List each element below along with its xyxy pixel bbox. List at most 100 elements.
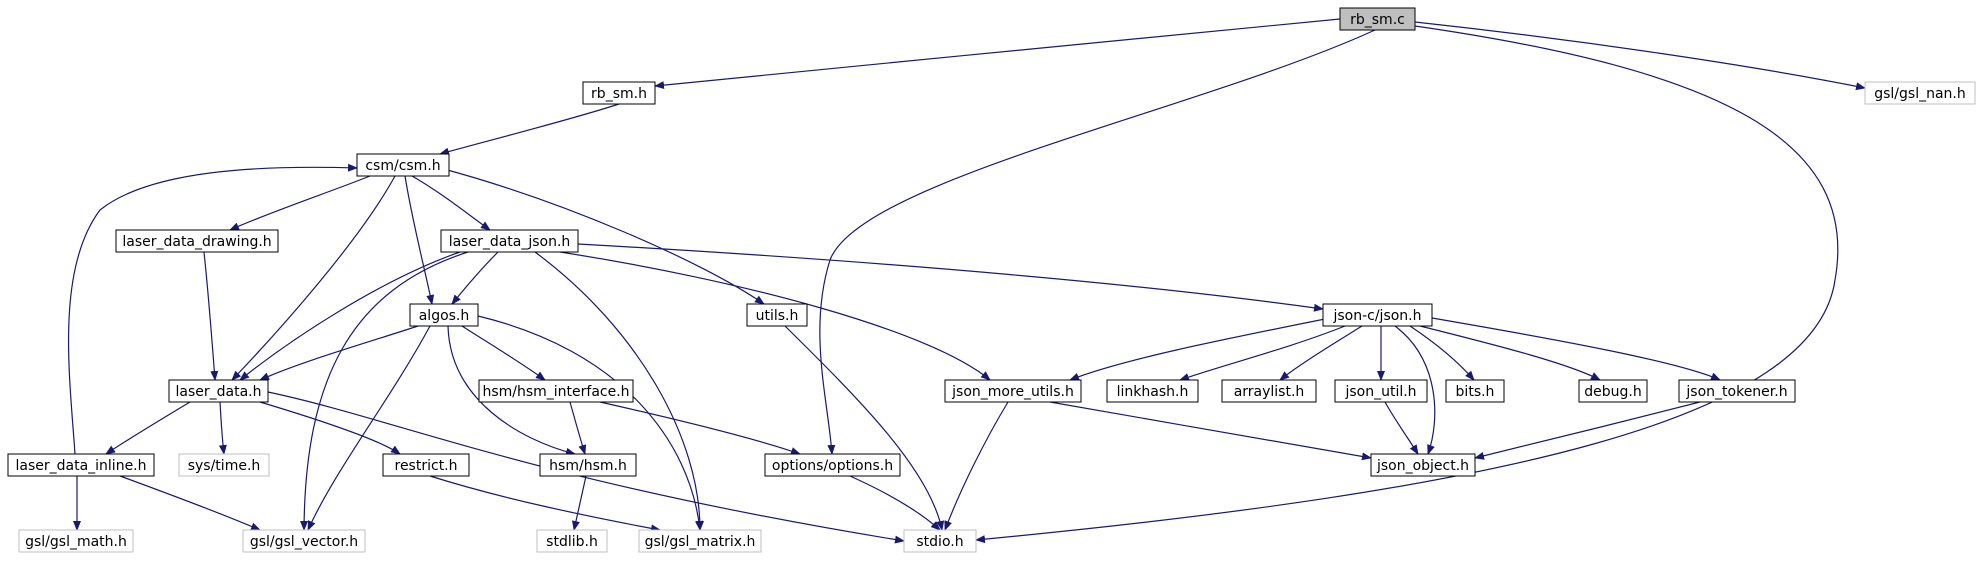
node-label: json_tokener.h bbox=[1685, 384, 1787, 400]
node-gsl-nan-h: gsl/gsl_nan.h bbox=[1864, 81, 1976, 105]
node-rb-sm-c: rb_sm.c bbox=[1339, 7, 1416, 31]
node-box bbox=[1864, 81, 1976, 105]
node-box bbox=[18, 529, 134, 553]
node-box bbox=[7, 453, 155, 477]
node-box bbox=[1339, 7, 1416, 31]
nodes-layer: rb_sm.c rb_sm.h gsl/gsl_nan.h csm/csm.h lase… bbox=[7, 7, 1976, 553]
node-restrict-h[interactable]: restrict.h bbox=[382, 453, 470, 477]
edge-json_c_json_h-to-arraylist_h bbox=[1279, 325, 1363, 381]
node-label: json_util.h bbox=[1344, 384, 1416, 400]
edge-json_c_json_h-to-json_tokener_h bbox=[1431, 317, 1721, 381]
node-laser-data-drawing-h[interactable]: laser_data_drawing.h bbox=[115, 229, 279, 253]
node-rb-sm-h[interactable]: rb_sm.h bbox=[582, 81, 656, 105]
node-label: json_object.h bbox=[1376, 458, 1469, 474]
edge-laser_data_json_h-to-gsl_matrix_h bbox=[534, 251, 704, 531]
node-laser-data-h[interactable]: laser_data.h bbox=[168, 379, 269, 403]
node-csm-h[interactable]: csm/csm.h bbox=[356, 153, 450, 177]
node-box bbox=[582, 81, 656, 105]
edge-algos_h-to-hsm_hsm_h bbox=[447, 325, 576, 456]
node-gsl-matrix-h: gsl/gsl_matrix.h bbox=[638, 529, 762, 553]
node-json-object-h[interactable]: json_object.h bbox=[1370, 453, 1476, 477]
edge-rb_sm_h-to-csm_h bbox=[439, 103, 620, 156]
node-label: hsm/hsm_interface.h bbox=[482, 384, 629, 400]
node-box bbox=[440, 229, 579, 253]
edge-hsm_interface_h-to-hsm_hsm_h bbox=[569, 401, 587, 455]
node-label: options/options.h bbox=[772, 458, 893, 474]
node-label: gsl/gsl_matrix.h bbox=[645, 534, 756, 550]
node-hsm-hsm-h[interactable]: hsm/hsm.h bbox=[539, 453, 637, 477]
edge-json_more_utils_h-to-json_object_h bbox=[1049, 401, 1372, 461]
edge-algos_h-to-gsl_vector_h bbox=[307, 325, 431, 531]
edge-json_c_json_h-to-bits_h bbox=[1409, 325, 1475, 381]
node-label: stdio.h bbox=[916, 534, 963, 550]
node-debug-h[interactable]: debug.h bbox=[1578, 379, 1648, 403]
edge-csm_h-to-algos_h bbox=[404, 175, 435, 305]
edge-json_c_json_h-to-json_object_h bbox=[1394, 325, 1436, 455]
node-box bbox=[1370, 453, 1476, 477]
node-box bbox=[764, 453, 901, 477]
node-json-tokener-h[interactable]: json_tokener.h bbox=[1678, 379, 1796, 403]
node-label: gsl/gsl_nan.h bbox=[1874, 86, 1966, 102]
edge-laser_data_json_h-to-algos_h bbox=[451, 251, 499, 305]
node-linkhash-h[interactable]: linkhash.h bbox=[1106, 379, 1199, 403]
node-box bbox=[478, 379, 634, 403]
node-box bbox=[1678, 379, 1796, 403]
node-gsl-vector-h: gsl/gsl_vector.h bbox=[242, 529, 366, 553]
edge-json_util_h-to-json_object_h bbox=[1384, 401, 1419, 455]
node-label: rb_sm.c bbox=[1350, 12, 1405, 28]
node-label: debug.h bbox=[1584, 384, 1641, 400]
node-box bbox=[356, 153, 450, 177]
node-json-c-json-h[interactable]: json-c/json.h bbox=[1322, 303, 1433, 327]
node-box bbox=[1322, 303, 1433, 327]
node-stdlib-h: stdlib.h bbox=[536, 529, 608, 553]
edges-layer bbox=[67, 18, 1866, 544]
node-gsl-math-h: gsl/gsl_math.h bbox=[18, 529, 134, 553]
node-box bbox=[115, 229, 279, 253]
node-laser-data-inline-h[interactable]: laser_data_inline.h bbox=[7, 453, 155, 477]
edge-hsm_hsm_h-to-stdlib_h bbox=[572, 475, 587, 531]
edge-laser_data_drawing_h-to-laser_data_h bbox=[203, 251, 219, 381]
edge-laser_data_json_h-to-json_more_utils_h bbox=[559, 251, 991, 381]
node-options-options-h[interactable]: options/options.h bbox=[764, 453, 901, 477]
node-box bbox=[168, 379, 269, 403]
edge-json_c_json_h-to-json_more_utils_h bbox=[1069, 317, 1331, 381]
node-json-more-utils-h[interactable]: json_more_utils.h bbox=[944, 379, 1082, 403]
node-label: stdlib.h bbox=[546, 534, 598, 550]
edge-algos_h-to-laser_data_h bbox=[259, 325, 419, 381]
node-algos-h[interactable]: algos.h bbox=[409, 303, 479, 327]
node-arraylist-h[interactable]: arraylist.h bbox=[1221, 379, 1317, 403]
node-utils-h[interactable]: utils.h bbox=[746, 303, 808, 327]
edge-rb_sm_c-to-gsl_nan_h bbox=[1414, 21, 1866, 91]
edge-laser_data_json_h-to-gsl_vector_h bbox=[300, 251, 469, 531]
node-label: json_more_utils.h bbox=[951, 384, 1074, 400]
edge-laser_data_h-to-laser_data_inline_h bbox=[105, 401, 191, 455]
edge-json_c_json_h-to-debug_h bbox=[1419, 325, 1601, 381]
node-laser-data-json-h[interactable]: laser_data_json.h bbox=[440, 229, 579, 253]
edge-csm_h-to-laser_data_h bbox=[231, 175, 396, 381]
node-label: csm/csm.h bbox=[365, 158, 440, 174]
node-label: algos.h bbox=[419, 308, 470, 324]
node-stdio-h: stdio.h bbox=[903, 529, 977, 553]
node-box bbox=[944, 379, 1082, 403]
node-bits-h[interactable]: bits.h bbox=[1445, 379, 1505, 403]
node-box bbox=[1106, 379, 1199, 403]
node-label: sys/time.h bbox=[188, 458, 261, 474]
edge-laser_data_h-to-stdio_h bbox=[267, 391, 905, 544]
node-hsm-interface-h[interactable]: hsm/hsm_interface.h bbox=[478, 379, 634, 403]
node-label: laser_data_drawing.h bbox=[122, 234, 271, 250]
node-box bbox=[242, 529, 366, 553]
node-box bbox=[178, 453, 270, 477]
edge-options_options_h-to-stdio_h bbox=[849, 475, 941, 531]
edge-rb_sm_c-to-stdio_h bbox=[975, 25, 1839, 544]
edge-rb_sm_c-to-rb_sm_h bbox=[654, 18, 1341, 90]
node-label: laser_data.h bbox=[176, 384, 262, 400]
edge-json_c_json_h-to-linkhash_h bbox=[1179, 325, 1346, 381]
edge-hsm_interface_h-to-options_options_h bbox=[599, 401, 801, 455]
edge-laser_data_h-to-sys_time_h bbox=[218, 401, 227, 455]
node-json-util-h[interactable]: json_util.h bbox=[1334, 379, 1428, 403]
edge-json_tokener_h-to-json_object_h bbox=[1474, 401, 1701, 460]
edge-rb_sm_c-to-options_options_h bbox=[819, 29, 1376, 455]
node-label: gsl/gsl_vector.h bbox=[250, 534, 358, 550]
node-label: restrict.h bbox=[395, 458, 458, 474]
